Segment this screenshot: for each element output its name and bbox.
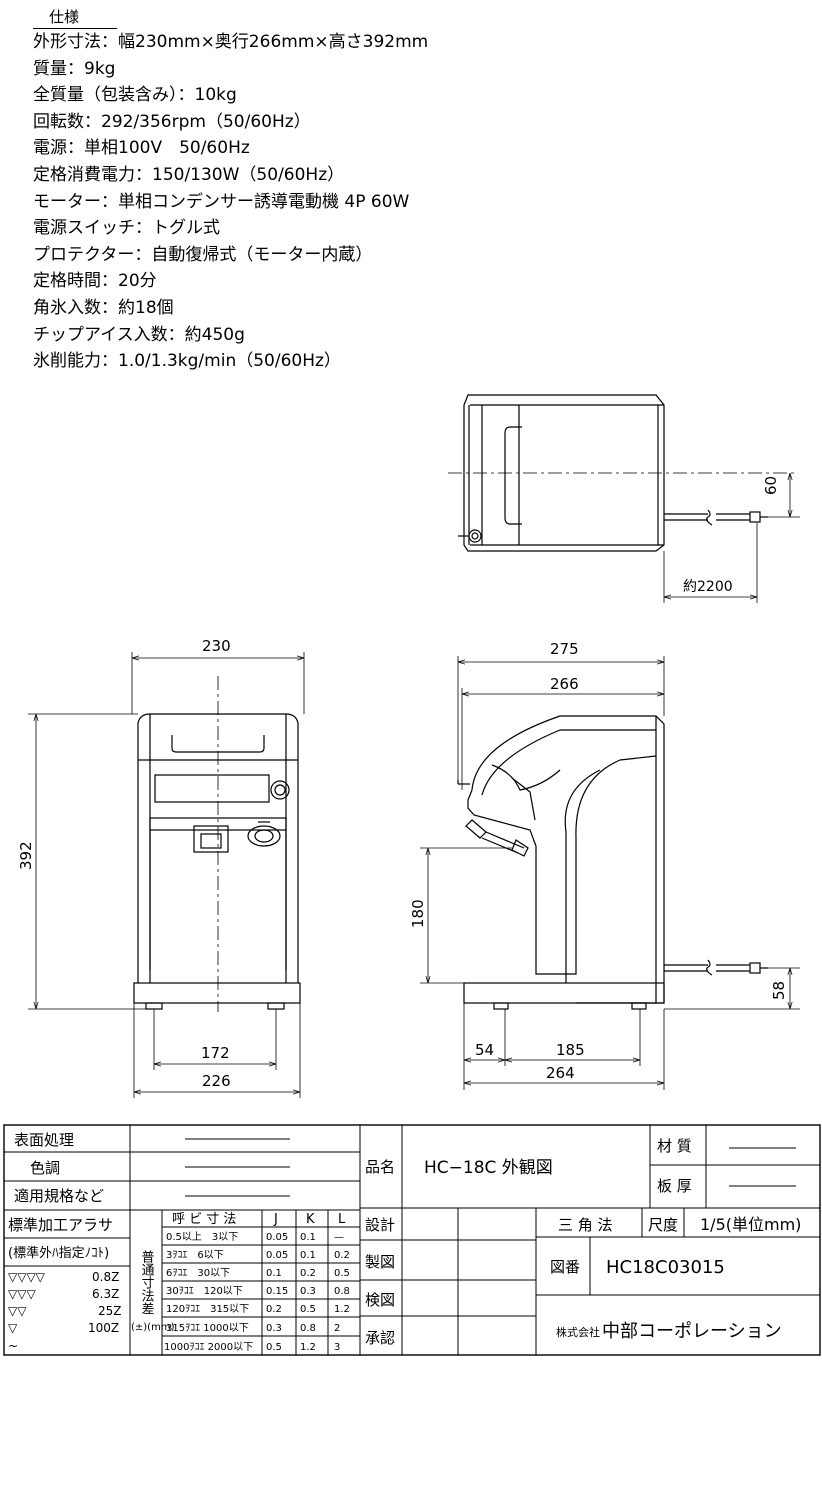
drawing-number: HC18C03015 — [606, 1257, 725, 1278]
surface-treatment-label: 表面処理 — [14, 1131, 74, 1149]
tolerance-k: 0.2 — [300, 1268, 316, 1279]
tolerance-l: 3 — [334, 1342, 340, 1353]
tolerance-range: 3ｦｺｴ 6以下 — [166, 1250, 224, 1261]
dim-side-offset: 54 — [475, 1041, 494, 1059]
scale-value: 1/5(単位mm) — [700, 1215, 801, 1234]
dim-front-height: 392 — [17, 841, 35, 870]
tolerance-k: 0.8 — [300, 1323, 316, 1334]
scale-label: 尺度 — [648, 1216, 678, 1234]
tolerance-k: 1.2 — [300, 1342, 316, 1353]
company-prefix: 株式会社 — [556, 1325, 600, 1339]
roughness-symbol: ▽▽ — [8, 1304, 27, 1318]
roughness-note: (標準外ﾊ指定ﾉｺﾄ) — [8, 1245, 109, 1261]
product-name-label: 品名 — [365, 1158, 395, 1176]
tolerance-j: 0.05 — [266, 1250, 288, 1261]
projection-label: 三 角 法 — [558, 1216, 613, 1234]
color-label: 色調 — [30, 1159, 60, 1177]
front-view — [28, 652, 305, 1098]
tolerance-j: 0.5 — [266, 1342, 282, 1353]
roughness-symbol: ▽ — [8, 1321, 18, 1335]
tolerance-l: 2 — [334, 1323, 340, 1334]
roughness-symbol: ~ — [8, 1339, 18, 1353]
tolerance-l: 1.2 — [334, 1304, 350, 1315]
tolerance-header-size: 呼 ビ 寸 法 — [172, 1212, 236, 1227]
tolerance-l: 0.2 — [334, 1250, 350, 1261]
spec-switch: 電源スイッチ：トグル式 — [33, 218, 220, 239]
tolerance-label: 普通寸法差 — [139, 1250, 155, 1315]
tolerance-k: 0.5 — [300, 1304, 316, 1315]
approval-label: 承認 — [365, 1329, 395, 1347]
spec-rated-time: 定格時間：20分 — [33, 271, 157, 292]
tolerance-header-l: L — [338, 1212, 346, 1227]
material-label: 材 質 — [657, 1137, 692, 1155]
spec-gross-mass: 全質量（包装含み）：10kg — [33, 85, 237, 106]
spec-title: 仕様 — [33, 6, 117, 29]
dim-side-cord-height: 58 — [770, 981, 788, 1000]
tolerance-unit: (±)(mm) — [131, 1322, 175, 1333]
spec-rotation: 回転数：292/356rpm（50/60Hz） — [33, 111, 311, 132]
tolerance-range: 0.5以上 3以下 — [166, 1231, 238, 1243]
roughness-value: 25Z — [98, 1304, 122, 1318]
tolerance-j: 0.3 — [266, 1323, 282, 1334]
spec-protector: プロテクター：自動復帰式（モーター内蔵） — [33, 244, 373, 265]
tolerance-header-k: K — [306, 1212, 315, 1227]
tolerance-range: 1000ｦｺｴ 2000以下 — [164, 1342, 253, 1353]
tolerance-k: 0.1 — [300, 1250, 316, 1261]
dim-side-depth-body: 266 — [550, 675, 579, 693]
dim-cord-length: 約2200 — [683, 579, 733, 595]
top-view — [448, 394, 800, 603]
side-view — [420, 656, 800, 1090]
dim-top-60: 60 — [762, 476, 780, 495]
tolerance-range: 315ｦｺｴ 1000以下 — [166, 1323, 249, 1334]
tolerance-range: 120ｦｺｴ 315以下 — [166, 1304, 249, 1315]
drawing-number-label: 図番 — [550, 1258, 580, 1276]
product-name: HC−18C 外観図 — [424, 1158, 553, 1178]
standard-label: 適用規格など — [14, 1187, 104, 1205]
dim-side-depth-outer: 275 — [550, 640, 579, 658]
tolerance-l: 0.5 — [334, 1268, 350, 1279]
title-block — [3, 1124, 821, 1356]
tolerance-l: 0.8 — [334, 1286, 350, 1297]
tolerance-k: 0.3 — [300, 1286, 316, 1297]
dim-front-base-width: 226 — [202, 1072, 231, 1090]
design-label: 設計 — [365, 1216, 395, 1234]
specifications-block: 仕様 外形寸法：幅230mm×奥行266mm×高さ392mm 質量：9kg 全質… — [33, 6, 513, 375]
tolerance-l: — — [334, 1232, 344, 1243]
spec-motor: モーター：単相コンデンサー誘導電動機 4P 60W — [33, 191, 410, 212]
roughness-symbol: ▽▽▽▽ — [8, 1270, 46, 1284]
tolerance-j: 0.1 — [266, 1268, 282, 1279]
roughness-value: 0.8Z — [92, 1270, 119, 1284]
spec-dimensions: 外形寸法：幅230mm×奥行266mm×高さ392mm — [33, 32, 429, 52]
spec-chip-ice: チップアイス入数：約450g — [33, 324, 245, 345]
tolerance-header-j: J — [273, 1212, 278, 1227]
dim-side-base-depth: 264 — [546, 1064, 575, 1082]
spec-capacity: 氷削能力：1.0/1.3kg/min（50/60Hz） — [33, 351, 341, 372]
spec-ice-cubes: 角氷入数：約18個 — [33, 297, 174, 318]
spec-power-consumption: 定格消費電力：150/130W（50/60Hz） — [33, 164, 345, 185]
roughness-symbol: ▽▽▽ — [8, 1287, 36, 1301]
roughness-value: 100Z — [88, 1321, 119, 1335]
tolerance-j: 0.05 — [266, 1232, 288, 1243]
drafting-label: 製図 — [365, 1253, 395, 1271]
dim-front-width: 230 — [202, 637, 231, 655]
tolerance-j: 0.15 — [266, 1286, 288, 1297]
tolerance-j: 0.2 — [266, 1304, 282, 1315]
tolerance-range: 6ｦｺｴ 30以下 — [166, 1268, 230, 1279]
spec-power-supply: 電源：単相100V 50/60Hz — [33, 138, 250, 159]
roughness-value: 6.3Z — [92, 1287, 119, 1301]
dim-side-clearance: 180 — [409, 899, 427, 928]
thickness-label: 板 厚 — [657, 1177, 692, 1195]
dim-side-foot-span: 185 — [556, 1041, 585, 1059]
company-name: 中部コーポレーション — [602, 1321, 782, 1342]
spec-mass: 質量：9kg — [33, 58, 116, 79]
tolerance-range: 30ｦｺｴ 120以下 — [166, 1286, 243, 1297]
dim-front-foot-span: 172 — [201, 1044, 230, 1062]
roughness-label: 標準加工アラサ — [8, 1216, 113, 1234]
inspection-label: 検図 — [365, 1291, 395, 1309]
tolerance-k: 0.1 — [300, 1232, 316, 1243]
